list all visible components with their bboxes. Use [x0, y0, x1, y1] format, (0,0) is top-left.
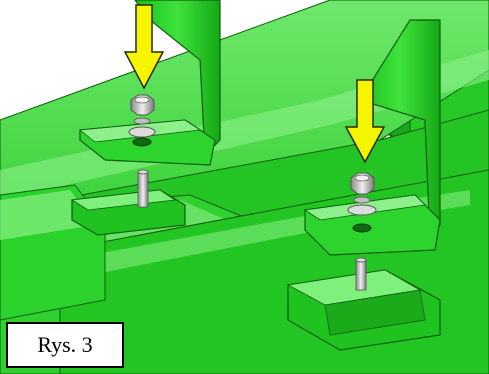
- lower-clamp-right: [286, 257, 441, 351]
- washer-right: [347, 204, 377, 216]
- nut-washer-right: [347, 172, 377, 216]
- figure-caption: Rys. 3: [37, 332, 93, 357]
- figure-caption-box: Rys. 3: [6, 322, 124, 368]
- bracket-right: [303, 19, 441, 256]
- lower-clamp-left: [70, 169, 186, 236]
- spring-washer-right: [353, 196, 371, 204]
- washer-left: [128, 126, 156, 138]
- down-arrow-icon: [123, 4, 165, 90]
- down-arrow-icon: [344, 79, 386, 164]
- bolt-shaft-right: [355, 259, 367, 291]
- spring-washer-left: [133, 117, 151, 125]
- nut-washer-left: [128, 94, 156, 138]
- bolt-shaft-left: [137, 171, 149, 208]
